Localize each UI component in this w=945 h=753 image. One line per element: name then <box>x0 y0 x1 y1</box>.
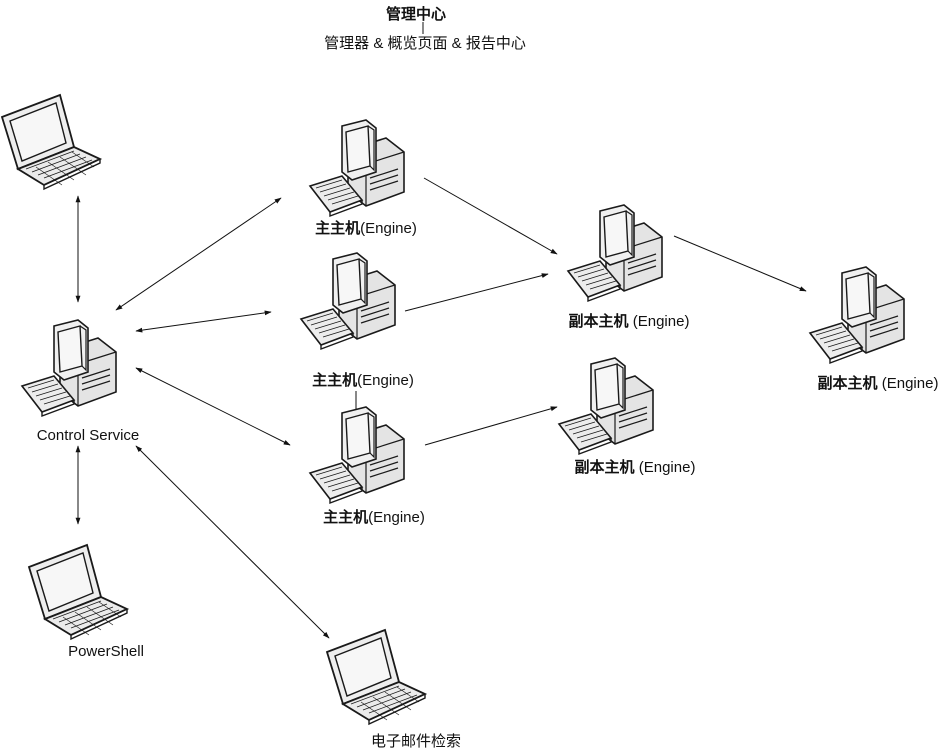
link-engine-3-replica-2 <box>424 406 558 446</box>
replica-2-computer-icon <box>558 357 654 455</box>
laptop-powershell-icon <box>28 544 128 640</box>
link-control-engine-1 <box>115 197 282 311</box>
engine-1-label: 主主机(Engine) <box>315 220 417 237</box>
engine-2-computer-icon <box>300 252 396 350</box>
control-service-computer-icon <box>21 319 117 417</box>
replica-2-label: 副本主机 (Engine) <box>574 459 696 476</box>
link-control-engine-3 <box>135 367 291 446</box>
replica-3-label: 副本主机 (Engine) <box>817 375 939 392</box>
engine-1-computer-icon <box>309 119 405 217</box>
control-service-label: Control Service <box>36 427 140 444</box>
link-engine-1-replica-1 <box>423 177 558 255</box>
laptop-email-icon <box>326 629 426 725</box>
diagram-subtitle: 管理器 & 概览页面 & 报告中心 <box>324 35 526 52</box>
engine-3-computer-icon <box>309 406 405 504</box>
replica-3-computer-icon <box>809 266 905 364</box>
powershell-label: PowerShell <box>68 643 144 660</box>
diagram-title: 管理中心 <box>385 6 447 23</box>
email-retrieval-label: 电子邮件检索 <box>370 733 462 750</box>
engine-3-label: 主主机(Engine) <box>323 509 425 526</box>
replica-1-computer-icon <box>567 204 663 302</box>
link-control-email <box>135 445 330 639</box>
replica-1-label: 副本主机 (Engine) <box>568 313 690 330</box>
link-replica-1-replica-3 <box>673 235 807 292</box>
laptop-top-icon <box>1 94 101 190</box>
engine-2-label: 主主机(Engine) <box>312 372 414 389</box>
link-engine-2-replica-1 <box>404 273 549 312</box>
link-control-engine-2 <box>135 310 272 333</box>
